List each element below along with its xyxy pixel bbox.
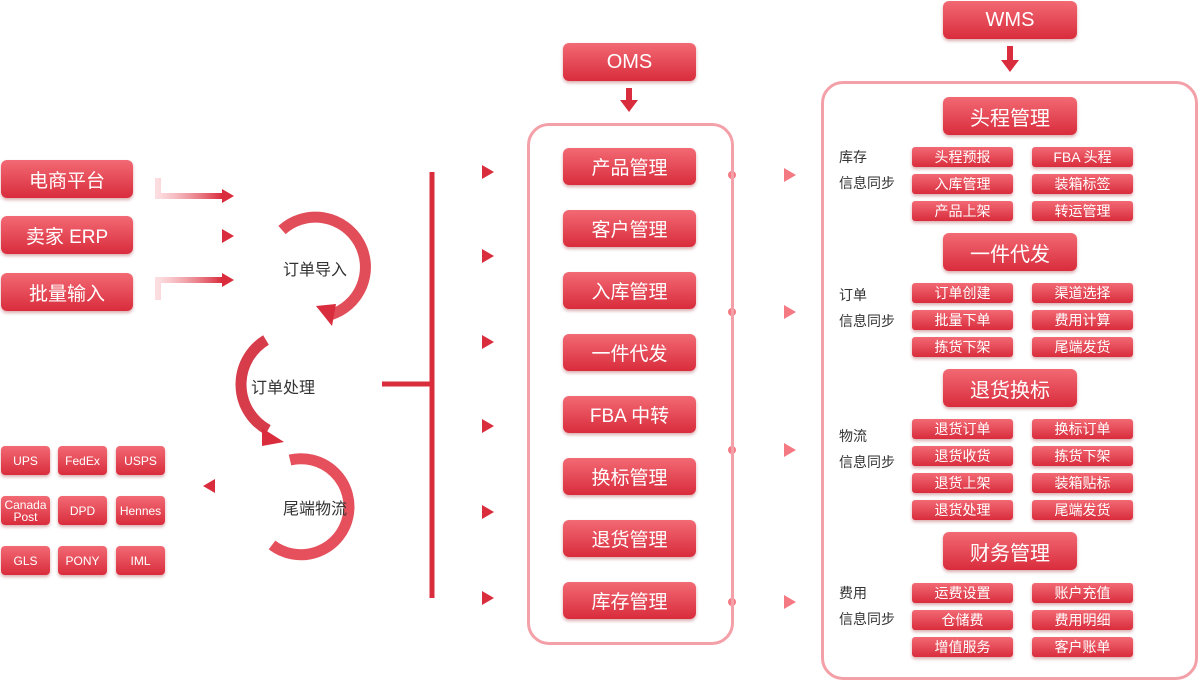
cycle-order-processing: 订单处理 [251,380,316,397]
carrier-usps: USPS [116,446,165,475]
wms-item: 拣货下架 [912,337,1013,357]
wms-item: 仓储费 [912,610,1013,630]
oms-panel [527,123,734,645]
carrier-dpd: DPD [58,496,107,525]
carrier-hennes: Hennes [116,496,165,525]
wms-item: 拣货下架 [1032,446,1133,466]
wms-item: 退货收货 [912,446,1013,466]
carrier-canada-post: Canada Post [1,496,50,525]
oms-tree [382,165,494,605]
wms-item: 头程预报 [912,147,1013,167]
wms-item: FBA 头程 [1032,147,1133,167]
carrier-fedex: FedEx [58,446,107,475]
wms-item: 换标订单 [1032,419,1133,439]
wms-item: 装箱贴标 [1032,473,1133,493]
wms-item: 退货处理 [912,500,1013,520]
source-batch-input: 批量输入 [1,273,133,311]
wms-item: 增值服务 [912,637,1013,657]
wms-item: 装箱标签 [1032,174,1133,194]
carrier-iml: IML [116,546,165,575]
oms-wms-arrows [728,168,796,609]
wms-item: 渠道选择 [1032,283,1133,303]
wms-sync-label-logistics: 物流信息同步 [839,428,895,470]
down-arrows [620,46,1019,112]
carrier-arrow [203,479,283,493]
wms-section-first-leg: 头程管理 [943,97,1077,135]
source-ecommerce-platform: 电商平台 [1,160,133,198]
wms-item: 尾端发货 [1032,337,1133,357]
wms-item: 退货订单 [912,419,1013,439]
wms-item: 入库管理 [912,174,1013,194]
carrier-pony: PONY [58,546,107,575]
oms-title: OMS [563,43,696,81]
wms-item: 批量下单 [912,310,1013,330]
carrier-ups: UPS [1,446,50,475]
wms-item: 客户账单 [1032,637,1133,657]
wms-sync-label-inventory: 库存信息同步 [839,149,895,191]
oms-item-product-management: 产品管理 [563,148,696,185]
cycle-order-import: 订单导入 [283,262,348,279]
wms-item: 订单创建 [912,283,1013,303]
source-seller-erp: 卖家 ERP [1,216,133,254]
oms-item-inventory-management: 库存管理 [563,582,696,619]
oms-item-inbound-management: 入库管理 [563,272,696,309]
oms-item-relabel-management: 换标管理 [563,458,696,495]
wms-item: 费用明细 [1032,610,1133,630]
cycle-last-mile-logistics: 尾端物流 [283,501,348,518]
wms-panel [821,81,1198,680]
oms-item-fba-transfer: FBA 中转 [563,396,696,433]
carrier-gls: GLS [1,546,50,575]
wms-item: 运费设置 [912,583,1013,603]
oms-item-customer-management: 客户管理 [563,210,696,247]
source-arrows [155,178,234,300]
wms-item: 费用计算 [1032,310,1133,330]
wms-title: WMS [943,1,1077,39]
wms-item: 退货上架 [912,473,1013,493]
order-cycle-arcs [235,211,371,561]
wms-sync-label-fees: 费用信息同步 [839,585,895,627]
oms-item-dropshipping: 一件代发 [563,334,696,371]
wms-section-returns-relabel: 退货换标 [943,369,1077,407]
wms-item: 转运管理 [1032,201,1133,221]
wms-section-dropshipping: 一件代发 [943,233,1077,271]
oms-item-returns-management: 退货管理 [563,520,696,557]
wms-item: 账户充值 [1032,583,1133,603]
wms-item: 尾端发货 [1032,500,1133,520]
wms-section-finance: 财务管理 [943,532,1077,570]
wms-sync-label-order: 订单信息同步 [839,287,895,329]
wms-item: 产品上架 [912,201,1013,221]
